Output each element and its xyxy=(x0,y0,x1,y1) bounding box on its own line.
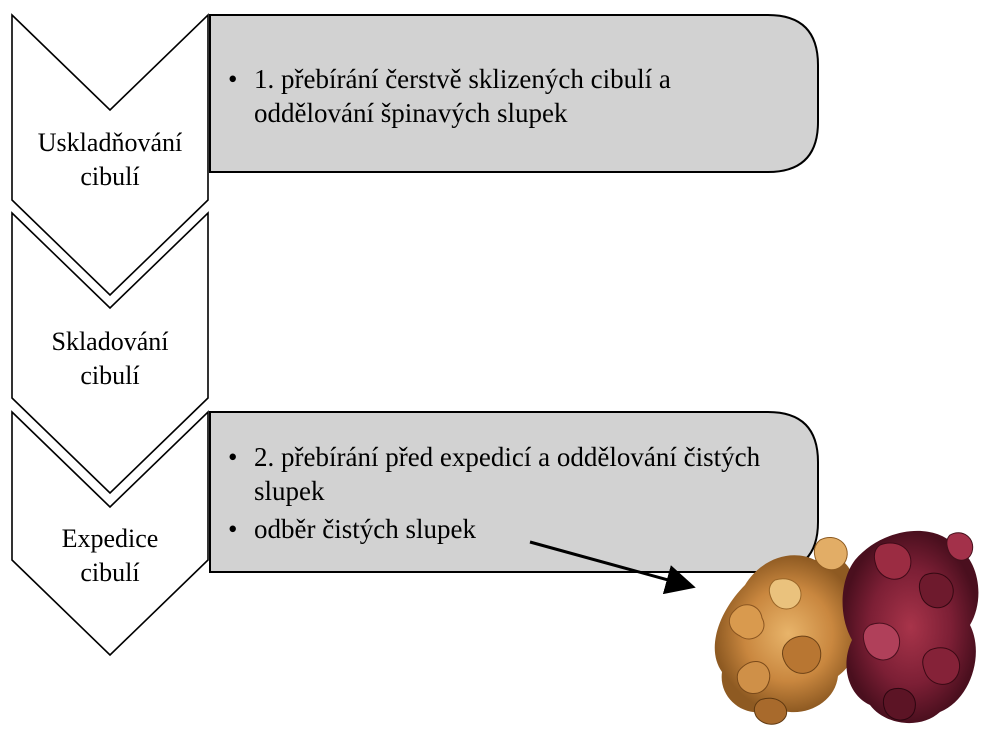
step-1-line-1: Uskladňování xyxy=(10,126,210,160)
step-3-line-2: cibulí xyxy=(10,556,210,590)
box-2-item-2: • odběr čistých slupek xyxy=(226,512,796,546)
bullet-icon: • xyxy=(228,512,237,546)
step-2-line-2: cibulí xyxy=(10,359,210,393)
step-1-line-2: cibulí xyxy=(10,160,210,194)
box-2-item-1-text: 2. přebírání před expedicí a oddělování … xyxy=(254,442,760,506)
box-1-item-1: • 1. přebírání čerstvě sklizených cibulí… xyxy=(226,62,786,130)
bullet-icon: • xyxy=(228,62,237,96)
step-2-line-1: Skladování xyxy=(10,325,210,359)
step-label-1: Uskladňování cibulí xyxy=(10,126,210,194)
box-1-item-1-text: 1. přebírání čerstvě sklizených cibulí a… xyxy=(254,64,671,128)
step-3-line-1: Expedice xyxy=(10,522,210,556)
bullet-icon: • xyxy=(228,440,237,474)
box-2-bullets: • 2. přebírání před expedicí a oddělován… xyxy=(226,440,796,550)
box-2-item-1: • 2. přebírání před expedicí a oddělován… xyxy=(226,440,796,508)
step-label-3: Expedice cibulí xyxy=(10,522,210,590)
box-2-item-2-text: odběr čistých slupek xyxy=(254,514,476,544)
box-1-bullets: • 1. přebírání čerstvě sklizených cibulí… xyxy=(226,62,786,134)
step-label-2: Skladování cibulí xyxy=(10,325,210,393)
